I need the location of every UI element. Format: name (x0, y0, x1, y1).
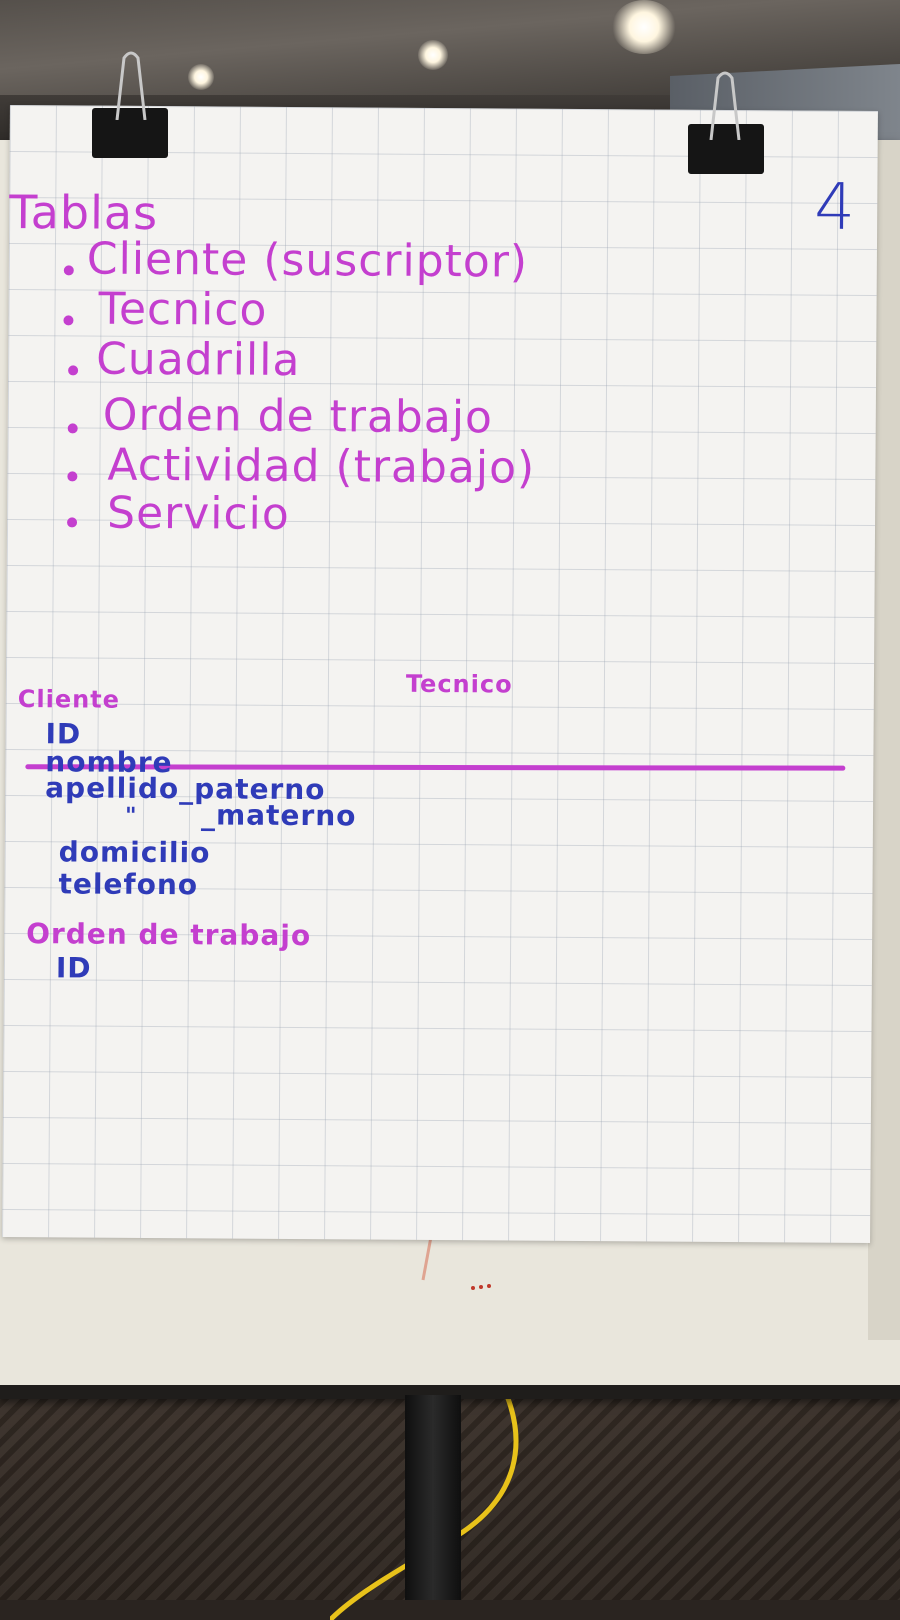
cliente-field-telefono: telefono (58, 867, 199, 902)
section-title-orden-de-trabajo: Orden de trabajo (26, 917, 312, 953)
flipchart-paper: 4 Tablas Cliente (suscriptor) Tecnico Cu… (2, 104, 878, 1244)
list-item-orden-de-trabajo: Orden de trabajo (102, 389, 494, 444)
bullet-dot (63, 265, 74, 276)
bullet-dot (67, 423, 78, 434)
section-title-tecnico: Tecnico (405, 669, 513, 699)
binder-clip-wire (709, 71, 741, 140)
bullet-dot (63, 315, 74, 326)
orden-field-id: ID (55, 951, 92, 985)
binder-clip (92, 108, 168, 158)
list-item-cuadrilla: Cuadrilla (96, 333, 301, 387)
binder-clip-wire (115, 51, 147, 120)
ceiling-light (188, 64, 214, 90)
list-item-tecnico: Tecnico (98, 283, 268, 336)
ceiling-light (612, 0, 676, 54)
list-item-actividad: Actividad (trabajo) (107, 439, 536, 494)
section-title-cliente: Cliente (17, 685, 121, 714)
easel-pole (405, 1395, 461, 1600)
list-item-servicio: Servicio (106, 487, 290, 540)
page-number: 4 (814, 170, 857, 245)
cliente-field-domicilio: domicilio (58, 835, 211, 870)
heading-tablas: Tablas (9, 184, 159, 241)
bullet-dot (67, 517, 78, 528)
binder-clip (688, 124, 764, 174)
cliente-field-apellido-materno: _materno (200, 798, 357, 833)
list-item-cliente: Cliente (suscriptor) (86, 233, 529, 288)
ceiling-light (418, 40, 448, 70)
cliente-field-ditto-mark: " (124, 803, 138, 829)
bullet-dot (68, 365, 79, 376)
bullet-dot (67, 471, 78, 482)
